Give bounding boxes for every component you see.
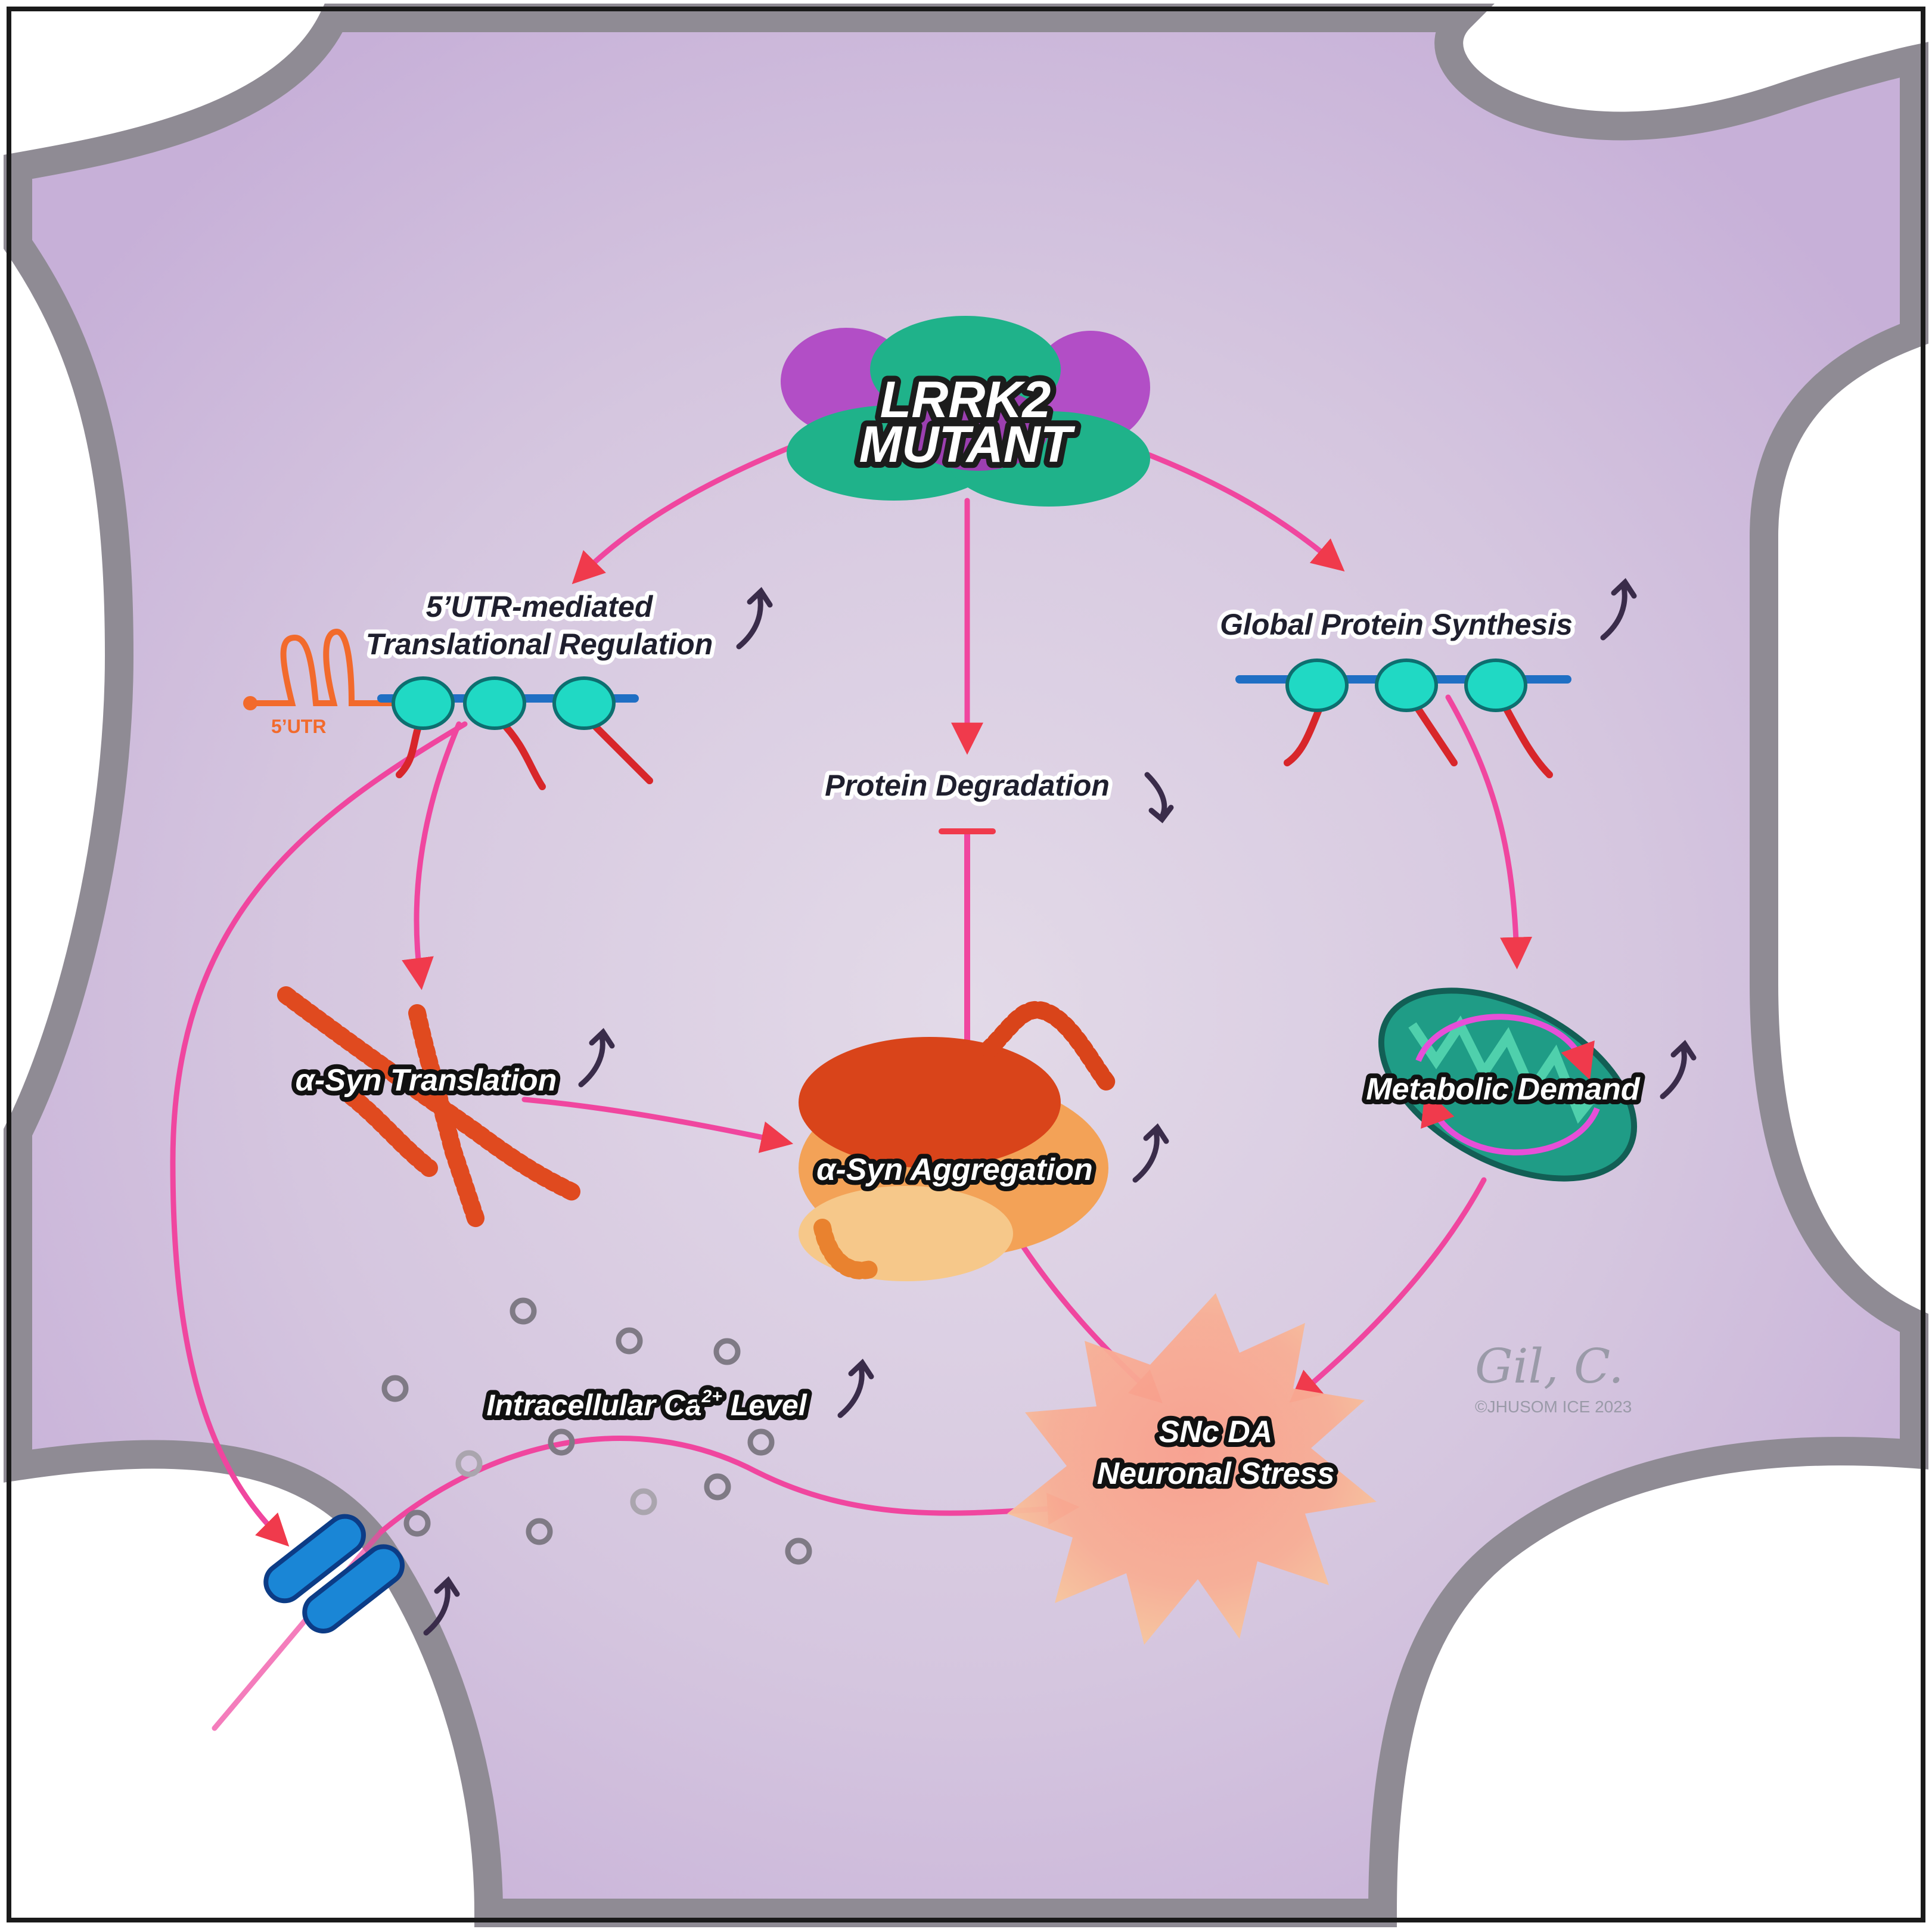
- arrow-utr-to-channel: [170, 721, 468, 1547]
- ribosome-icon: [552, 676, 616, 730]
- arrow-translation-to-aggregation: [521, 1097, 794, 1153]
- lrrk2-title-line2: MUTANT: [859, 416, 1076, 473]
- arrow-lrrk2-to-global: [1117, 441, 1345, 571]
- up-arrow-icon: [837, 1359, 874, 1418]
- neuronal-stress-burst: [1007, 1293, 1377, 1645]
- aggregate-lower: [799, 1186, 1013, 1281]
- global-synthesis-label: Global Protein Synthesis: [1220, 608, 1573, 641]
- asyn-aggregation-label: α-Syn Aggregation: [816, 1153, 1093, 1187]
- up-arrow-icon: [578, 1028, 615, 1088]
- metabolic-demand-label: Metabolic Demand: [1366, 1072, 1641, 1107]
- peptide-chain: [1498, 697, 1553, 778]
- asyn-chain: [343, 1088, 438, 1177]
- up-arrow-icon: [1600, 578, 1637, 641]
- artist-credit: Gil, C. ©JHUSOM ICE 2023: [1475, 1338, 1632, 1416]
- mito-cristae: [1408, 1015, 1607, 1124]
- stress-label-line1: SNc DA: [1159, 1415, 1273, 1449]
- calcium-suffix: Level: [722, 1389, 807, 1422]
- calcium-level-label: Intracellular Ca2+ Level: [486, 1387, 807, 1422]
- cycle-arrow: [1415, 1014, 1595, 1080]
- down-arrow-icon: [1144, 772, 1174, 824]
- signature: Gil, C.: [1475, 1338, 1624, 1394]
- ribosome-icon: [1375, 659, 1438, 712]
- up-arrow-icon: [1660, 1040, 1697, 1099]
- copyright: ©JHUSOM ICE 2023: [1475, 1397, 1632, 1416]
- utr-ribosome-complex: 5’UTR: [243, 628, 653, 790]
- lrrk2-lobe: [906, 387, 1049, 471]
- aggregate-fibril: [980, 1001, 1117, 1094]
- calcium-ion: [704, 1473, 731, 1501]
- protein-degradation-label: Protein Degradation: [825, 769, 1110, 802]
- calcium-ion: [713, 1338, 741, 1365]
- lrrk2-title-line1: LRRK2: [880, 371, 1051, 428]
- aggregate-fibril: [813, 1219, 879, 1279]
- calcium-ions: [381, 1297, 812, 1565]
- stress-burst: [1007, 1293, 1377, 1645]
- calcium-ion: [747, 1428, 775, 1456]
- calcium-ion: [785, 1537, 812, 1565]
- calcium-ion: [455, 1450, 483, 1477]
- asyn-chain: [408, 1004, 486, 1231]
- utr-cap: [243, 696, 257, 710]
- calcium-prefix: Intracellular Ca: [486, 1389, 701, 1422]
- arrow-mito-to-stress: [1289, 1177, 1487, 1403]
- calcium-channel: [263, 1514, 405, 1633]
- utr-tag: 5’UTR: [271, 716, 326, 737]
- calcium-ion: [548, 1428, 575, 1456]
- up-arrow-icon: [423, 1576, 460, 1636]
- lrrk2-protein: LRRK2 MUTANT: [781, 316, 1150, 507]
- mito-body: [1378, 987, 1638, 1182]
- ribosome-icon: [1464, 659, 1527, 712]
- calcium-ion: [630, 1488, 657, 1515]
- calcium-ion: [381, 1375, 409, 1402]
- pathway-arrows: [170, 441, 1533, 1731]
- ribosome-icon: [463, 676, 526, 730]
- channel-subunit: [302, 1544, 405, 1633]
- mitochondrion: [1378, 987, 1638, 1182]
- utr-label-line2: Translational Regulation: [366, 628, 713, 661]
- arrow-lrrk2-to-utr: [571, 441, 802, 585]
- trend-indicators: [423, 578, 1697, 1636]
- channel-subunit: [263, 1514, 366, 1604]
- asyn-chain: [277, 986, 581, 1201]
- outer-frame: [7, 7, 1925, 1922]
- ribosome-icon: [1285, 659, 1349, 712]
- calcium-ion: [510, 1297, 537, 1325]
- labels: 5’UTR-mediated Translational Regulation …: [291, 586, 1645, 1496]
- asyn-monomers: [277, 986, 581, 1231]
- arrow-calcium-to-stress: [378, 1436, 1080, 1535]
- cycle-arrow: [1421, 1089, 1600, 1156]
- calcium-ion: [616, 1327, 643, 1355]
- ribosome-icon: [392, 676, 455, 730]
- up-arrow-icon: [1132, 1123, 1169, 1183]
- utr-hairpin: [250, 628, 405, 706]
- calcium-ion: [526, 1518, 553, 1545]
- asyn-aggregate: [799, 1001, 1117, 1281]
- stress-label-line2: Neuronal Stress: [1097, 1456, 1335, 1491]
- arrow-utr-to-translation: [402, 721, 462, 990]
- utr-label-line1: 5’UTR-mediated: [426, 590, 654, 623]
- aggregate-upper: [799, 1037, 1061, 1168]
- calcium-superscript: 2+: [701, 1387, 722, 1406]
- arrow-global-to-mito: [1445, 694, 1533, 970]
- asyn-translation-label: α-Syn Translation: [296, 1063, 557, 1098]
- up-arrow-icon: [736, 587, 773, 650]
- calcium-ion: [403, 1509, 431, 1537]
- global-ribosome-complex: [1235, 659, 1571, 778]
- peptide-chain: [497, 717, 546, 790]
